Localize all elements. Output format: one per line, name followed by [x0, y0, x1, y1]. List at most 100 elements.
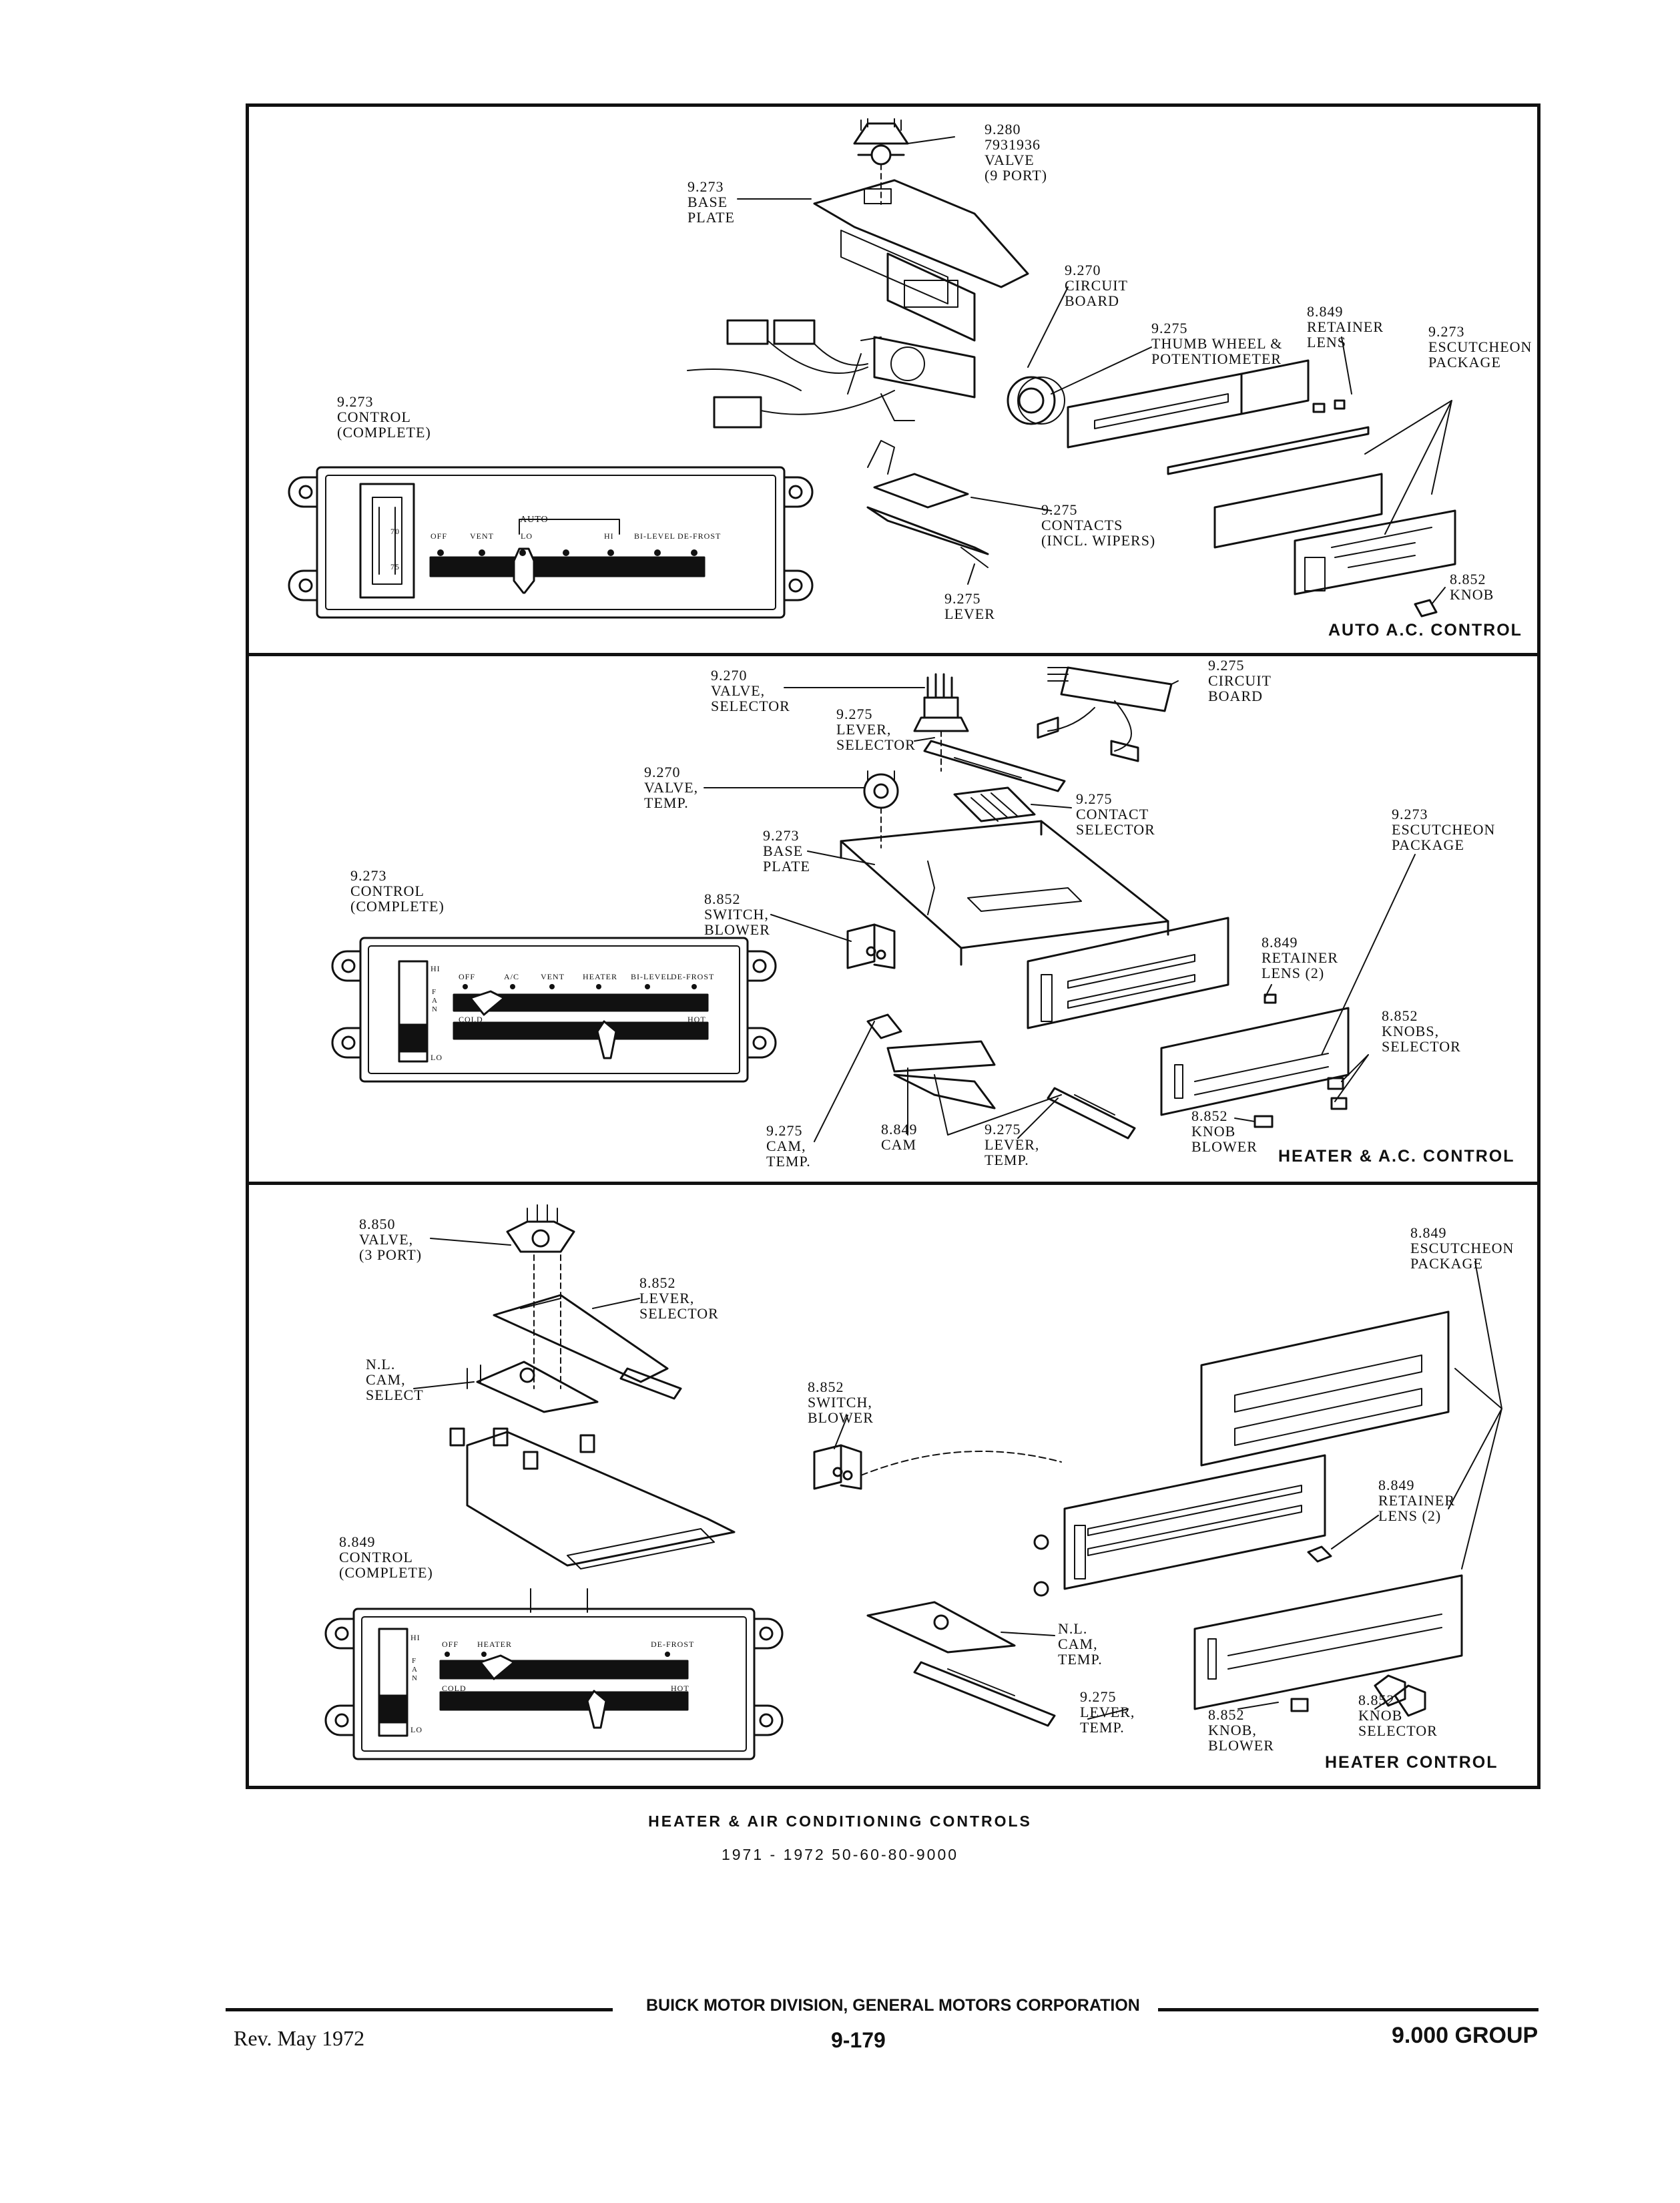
- p1-base-plate-label: 9.273 BASE PLATE: [687, 178, 735, 226]
- p1-valve-label: 9.280 7931936 VALVE (9 PORT): [985, 121, 1048, 184]
- p3-defrost-label: DE-FROST: [651, 1640, 695, 1649]
- p3-lever-selector-label: 8.852 LEVER, SELECTOR: [639, 1274, 719, 1322]
- p2-panel-title: HEATER & A.C. CONTROL: [1278, 1147, 1515, 1166]
- p3-knob-selector-label: 8.852 KNOB SELECTOR: [1358, 1692, 1438, 1739]
- p3-knob-blower-label: 8.852 KNOB, BLOWER: [1208, 1706, 1274, 1754]
- p2-lever-selector-drawing: [923, 740, 1066, 792]
- p3-cam-select-drawing: [467, 1361, 599, 1413]
- p3-escutcheon-label: 8.849 ESCUTCHEON PACKAGE: [1410, 1224, 1514, 1272]
- p2-cam-label: 8.849 CAM: [881, 1121, 918, 1153]
- p3-lever-selector-drawing: [493, 1294, 682, 1400]
- p1-lever-label: 9.275 LEVER: [944, 590, 995, 622]
- p3-leader-lines: [413, 1238, 1502, 1720]
- p2-off-label: OFF: [459, 972, 476, 981]
- footer-group: 9.000 GROUP: [1392, 2023, 1538, 2048]
- p2-contact-selector-label: 9.275 CONTACT SELECTOR: [1076, 790, 1155, 838]
- figure-caption-models: 1971 - 1972 50-60-80-9000: [721, 1846, 959, 1863]
- p1-panel-title: AUTO A.C. CONTROL: [1328, 621, 1522, 640]
- p2-defrost-label: DE-FROST: [671, 972, 715, 981]
- p1-control-complete-drawing: [288, 466, 814, 619]
- p3-cam-select-label: N.L. CAM, SELECT: [366, 1356, 424, 1403]
- p1-retainer-lens-label: 8.849 RETAINER LENS: [1307, 303, 1384, 350]
- p2-ac-label: A/C: [504, 972, 520, 981]
- p3-cam-temp-label: N.L. CAM, TEMP.: [1058, 1620, 1103, 1668]
- p2-control-complete-label: 9.273 CONTROL (COMPLETE): [350, 867, 445, 915]
- p2-hot-label: HOT: [687, 1015, 706, 1024]
- p2-fan-label: F A N: [432, 988, 438, 1013]
- p2-control-complete-drawing: [331, 937, 777, 1083]
- p1-lo-label: LO: [521, 531, 533, 541]
- p3-fan-label: F A N: [412, 1657, 418, 1682]
- p2-lo-label: LO: [431, 1053, 443, 1062]
- p2-lever-selector-label: 9.275 LEVER, SELECTOR: [836, 706, 916, 753]
- p2-valve-temp-drawing: [863, 770, 899, 848]
- panel-divider-2: [246, 1182, 1541, 1185]
- p3-cold-label: COLD: [442, 1684, 467, 1693]
- p1-thumb-wheel-drawing: [1007, 376, 1065, 425]
- p2-escutcheon-label: 9.273 ESCUTCHEON PACKAGE: [1392, 806, 1496, 853]
- p1-off-label: OFF: [431, 531, 448, 541]
- p3-control-complete-drawing: [324, 1608, 784, 1760]
- p2-knob-blower-label: 8.852 KNOB BLOWER: [1191, 1108, 1257, 1155]
- p1-knob-label: 8.852 KNOB: [1450, 571, 1494, 603]
- p2-switch-blower-label: 8.852 SWITCH, BLOWER: [704, 891, 770, 938]
- p1-temp-75: 75: [390, 562, 400, 571]
- p3-base-plate-drawing: [449, 1427, 736, 1613]
- footer-rule-right: [1158, 2008, 1538, 2011]
- p1-auto-label: AUTO: [520, 515, 549, 525]
- p2-cold-label: COLD: [459, 1015, 483, 1024]
- p2-hi-label: HI: [431, 964, 441, 973]
- p1-vent-label: VENT: [470, 531, 494, 541]
- p3-lo-label: LO: [410, 1725, 423, 1734]
- p1-control-complete-label: 9.273 CONTROL (COMPLETE): [337, 393, 431, 441]
- p3-heater-label: HEATER: [477, 1640, 512, 1649]
- panel-divider-1: [246, 653, 1541, 656]
- p1-circuit-board-label: 9.270 CIRCUIT BOARD: [1065, 262, 1128, 309]
- p1-escutcheon-label: 9.273 ESCUTCHEON PACKAGE: [1428, 323, 1532, 371]
- p3-panel-title: HEATER CONTROL: [1325, 1753, 1498, 1772]
- p1-defrost-label: DE-FROST: [677, 531, 722, 541]
- p1-bilevel-label: BI-LEVEL: [634, 531, 675, 541]
- p1-contacts-lever-drawing: [866, 440, 989, 568]
- p3-control-complete-label: 8.849 CONTROL (COMPLETE): [339, 1533, 433, 1581]
- p2-base-plate-drawing: [840, 820, 1169, 966]
- p1-circuit-board-drawing: [687, 319, 976, 429]
- p3-escutcheon-drawing: [1033, 1310, 1463, 1717]
- p3-switch-blower-drawing: [813, 1444, 1062, 1490]
- p2-cam-temp-label: 9.275 CAM, TEMP.: [766, 1122, 811, 1170]
- p2-switch-blower-drawing: [846, 923, 896, 969]
- p1-valve-drawing: [853, 118, 909, 205]
- p2-valve-selector-drawing: [913, 673, 969, 772]
- p2-knobs-selector-label: 8.852 KNOBS, SELECTOR: [1382, 1007, 1461, 1055]
- p3-valve-drawing: [506, 1204, 575, 1389]
- p2-leader-lines: [704, 680, 1416, 1142]
- diagram-frame: [246, 103, 1541, 1789]
- p2-vent-label: VENT: [541, 972, 565, 981]
- p2-valve-temp-label: 9.270 VALVE, TEMP.: [644, 764, 699, 811]
- p1-base-plate-drawing: [813, 179, 1029, 342]
- p2-cam-lever-drawing: [866, 993, 1348, 1140]
- p3-off-label: OFF: [442, 1640, 459, 1649]
- p3-valve-label: 8.850 VALVE, (3 PORT): [359, 1216, 423, 1263]
- p3-hi-label: HI: [410, 1633, 421, 1642]
- p1-thumb-wheel-label: 9.275 THUMB WHEEL & POTENTIOMETER: [1151, 320, 1283, 367]
- p3-lever-temp-label: 9.275 LEVER, TEMP.: [1080, 1688, 1135, 1736]
- p2-contact-selector-drawing: [953, 786, 1036, 822]
- p2-lever-temp-label: 9.275 LEVER, TEMP.: [985, 1121, 1040, 1168]
- p2-circuit-board-drawing: [1037, 666, 1173, 762]
- p2-heater-label: HEATER: [583, 972, 617, 981]
- p3-retainer-lens-label: 8.849 RETAINER LENS (2): [1378, 1477, 1456, 1524]
- p2-base-plate-label: 9.273 BASE PLATE: [763, 827, 810, 875]
- p2-retainer-lens-label: 8.849 RETAINER LENS (2): [1262, 934, 1339, 981]
- footer-rule-left: [226, 2008, 613, 2011]
- p1-contacts-label: 9.275 CONTACTS (INCL. WIPERS): [1041, 501, 1156, 549]
- p3-cam-lever-temp-drawing: [866, 1601, 1056, 1727]
- p3-hot-label: HOT: [671, 1684, 689, 1693]
- p2-valve-selector-label: 9.270 VALVE, SELECTOR: [711, 667, 790, 714]
- p2-bilevel-label: BI-LEVEL: [631, 972, 672, 981]
- footer-revision: Rev. May 1972: [234, 2026, 365, 2050]
- footer-page-number: 9-179: [831, 2028, 886, 2052]
- figure-caption-title: HEATER & AIR CONDITIONING CONTROLS: [648, 1812, 1032, 1830]
- p1-leader-lines: [737, 136, 1452, 605]
